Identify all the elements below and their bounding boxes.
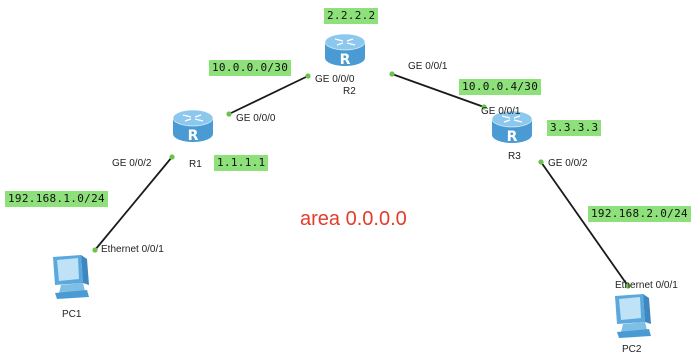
network-label-pc2-lan: 192.168.2.0/24 — [588, 206, 691, 222]
port-label-r2-ge001: GE 0/0/1 — [408, 61, 448, 72]
port-label-r1-ge000: GE 0/0/0 — [236, 113, 276, 124]
svg-text:R: R — [188, 128, 199, 144]
link-r1-r2 — [228, 75, 309, 115]
pc-name-pc2: PC2 — [622, 344, 642, 355]
port-dot-r3-ge001 — [481, 104, 487, 110]
ospf-area-label: area 0.0.0.0 — [300, 208, 407, 230]
svg-text:R: R — [507, 129, 518, 145]
port-dot-pc1-eth — [92, 247, 98, 253]
network-label-pc1-lan: 192.168.1.0/24 — [5, 191, 108, 207]
network-label-r2-r3: 10.0.0.4/30 — [459, 79, 542, 95]
port-dot-r3-ge002 — [538, 159, 544, 165]
port-dot-pc2-eth — [625, 283, 631, 289]
link-r3-pc2 — [540, 161, 629, 287]
network-label-r1-r2: 10.0.0.0/30 — [209, 60, 292, 76]
port-dot-r1-ge000 — [226, 111, 232, 117]
link-r1-pc1 — [94, 156, 173, 251]
port-label-pc2-eth: Ethernet 0/0/1 — [615, 280, 678, 291]
router-icon[interactable]: R — [171, 106, 215, 146]
port-dot-r2-ge001 — [389, 71, 395, 77]
pc-icon[interactable] — [47, 253, 91, 301]
port-label-r2-ge000: GE 0/0/0 — [315, 74, 355, 85]
router-name-r1: R1 — [189, 159, 202, 170]
router-name-r2: R2 — [343, 86, 356, 97]
pc-name-pc1: PC1 — [62, 309, 82, 320]
router-name-r3: R3 — [508, 151, 521, 162]
port-label-pc1-eth: Ethernet 0/0/1 — [101, 244, 164, 255]
pc-icon[interactable] — [609, 292, 653, 340]
router-id-r1: 1.1.1.1 — [214, 155, 269, 171]
router-id-r3: 3.3.3.3 — [547, 120, 602, 136]
port-label-r3-ge001: GE 0/0/1 — [481, 106, 521, 117]
router-icon[interactable]: R — [490, 107, 534, 147]
svg-text:R: R — [340, 52, 351, 68]
link-r2-r3 — [391, 73, 485, 108]
port-dot-r2-ge000 — [305, 73, 311, 79]
port-label-r1-ge002: GE 0/0/2 — [112, 158, 152, 169]
router-icon[interactable]: R — [323, 30, 367, 70]
port-dot-r1-ge002 — [169, 154, 175, 160]
port-label-r3-ge002: GE 0/0/2 — [548, 158, 588, 169]
router-id-r2: 2.2.2.2 — [324, 8, 379, 24]
